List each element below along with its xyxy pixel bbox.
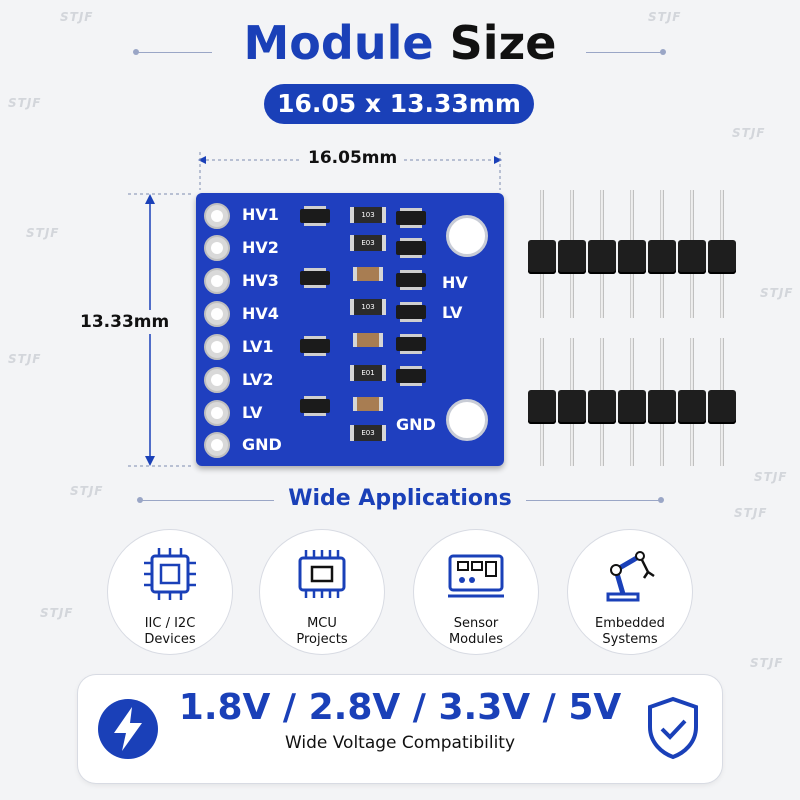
mcu-icon — [298, 550, 346, 598]
watermark: STJF — [8, 352, 42, 366]
resistor: E03 — [350, 425, 386, 441]
pin-pad — [204, 432, 230, 458]
pin-pad — [204, 301, 230, 327]
mosfet-chip — [300, 396, 330, 416]
height-dimension-label: 13.33mm — [80, 310, 170, 334]
mosfet-chip — [396, 270, 426, 290]
pin-header-top — [524, 190, 736, 320]
watermark: STJF — [648, 10, 682, 24]
pin-label: GND — [242, 435, 282, 454]
mosfet-chip — [396, 366, 426, 386]
mosfet-chip — [300, 336, 330, 356]
app-iic-devices: IIC / I2C Devices — [108, 530, 232, 654]
watermark: STJF — [26, 226, 60, 240]
mosfet-chip — [396, 302, 426, 322]
watermark: STJF — [8, 96, 42, 110]
pin-pad — [204, 334, 230, 360]
voltage-subtitle: Wide Voltage Compatibility — [284, 733, 516, 753]
voltage-range: 1.8V / 2.8V / 3.3V / 5V — [178, 687, 622, 728]
sensor-board-icon — [448, 554, 504, 598]
app-label: IIC / I2C Devices — [144, 616, 196, 647]
applications-title: Wide Applications — [288, 486, 512, 511]
resistor: 103 — [350, 299, 386, 315]
title-part2: Size — [449, 16, 557, 70]
mosfet-chip — [300, 206, 330, 226]
lightning-icon — [98, 699, 158, 759]
title-decor-line — [586, 52, 662, 53]
pin-pad — [204, 268, 230, 294]
pin-pad — [204, 235, 230, 261]
app-mcu-projects: MCU Projects — [260, 530, 384, 654]
title-decor-dot — [133, 49, 139, 55]
mosfet-chip — [396, 334, 426, 354]
pin-label: LV1 — [242, 337, 274, 356]
level-shifter-board: HV1 HV2 HV3 HV4 LV1 LV2 LV GND 103 E03 1… — [196, 193, 504, 466]
pin-header-bottom — [524, 338, 736, 468]
size-badge: 16.05 x 13.33mm — [264, 84, 534, 124]
pin-label: HV1 — [242, 205, 279, 224]
capacitor — [353, 333, 383, 347]
title-decor-line — [136, 52, 212, 53]
voltage-panel: 1.8V / 2.8V / 3.3V / 5V Wide Voltage Com… — [78, 675, 722, 783]
width-dimension-label: 16.05mm — [302, 148, 404, 168]
mounting-hole — [446, 215, 488, 257]
title-decor-dot — [660, 49, 666, 55]
mosfet-chip — [396, 238, 426, 258]
watermark: STJF — [40, 606, 74, 620]
chip-icon — [144, 548, 196, 600]
gnd-label: GND — [396, 415, 436, 434]
pin-pad — [204, 367, 230, 393]
mounting-hole — [446, 399, 488, 441]
pin-label: HV3 — [242, 271, 279, 290]
watermark: STJF — [732, 126, 766, 140]
app-label: Sensor Modules — [448, 616, 504, 647]
pin-label: HV2 — [242, 238, 279, 257]
resistor: E03 — [350, 235, 386, 251]
apps-decor-line — [526, 500, 660, 501]
resistor: 103 — [350, 207, 386, 223]
pin-pad — [204, 400, 230, 426]
resistor: E01 — [350, 365, 386, 381]
pin-label: HV4 — [242, 304, 279, 323]
shield-check-icon — [648, 696, 698, 760]
app-embedded-systems: Embedded Systems — [568, 530, 692, 654]
title-part1: Module — [243, 16, 434, 70]
mosfet-chip — [300, 268, 330, 288]
pin-label: LV — [242, 403, 263, 422]
robot-arm-icon — [606, 551, 655, 602]
watermark: STJF — [760, 286, 794, 300]
watermark: STJF — [60, 10, 94, 24]
apps-decor-dot — [658, 497, 664, 503]
apps-decor-line — [140, 500, 274, 501]
watermark: STJF — [750, 656, 784, 670]
app-label: Embedded Systems — [595, 616, 665, 647]
capacitor — [353, 397, 383, 411]
pin-label: LV2 — [242, 370, 274, 389]
capacitor — [353, 267, 383, 281]
page-title: Module Size — [0, 16, 800, 70]
mosfet-chip — [396, 208, 426, 228]
watermark: STJF — [734, 506, 768, 520]
app-label: MCU Projects — [296, 616, 348, 647]
watermark: STJF — [70, 484, 104, 498]
lv-label: LV — [442, 303, 463, 322]
app-sensor-modules: Sensor Modules — [414, 530, 538, 654]
apps-decor-dot — [137, 497, 143, 503]
hv-label: HV — [442, 273, 468, 292]
watermark: STJF — [754, 470, 788, 484]
pin-pad — [204, 203, 230, 229]
